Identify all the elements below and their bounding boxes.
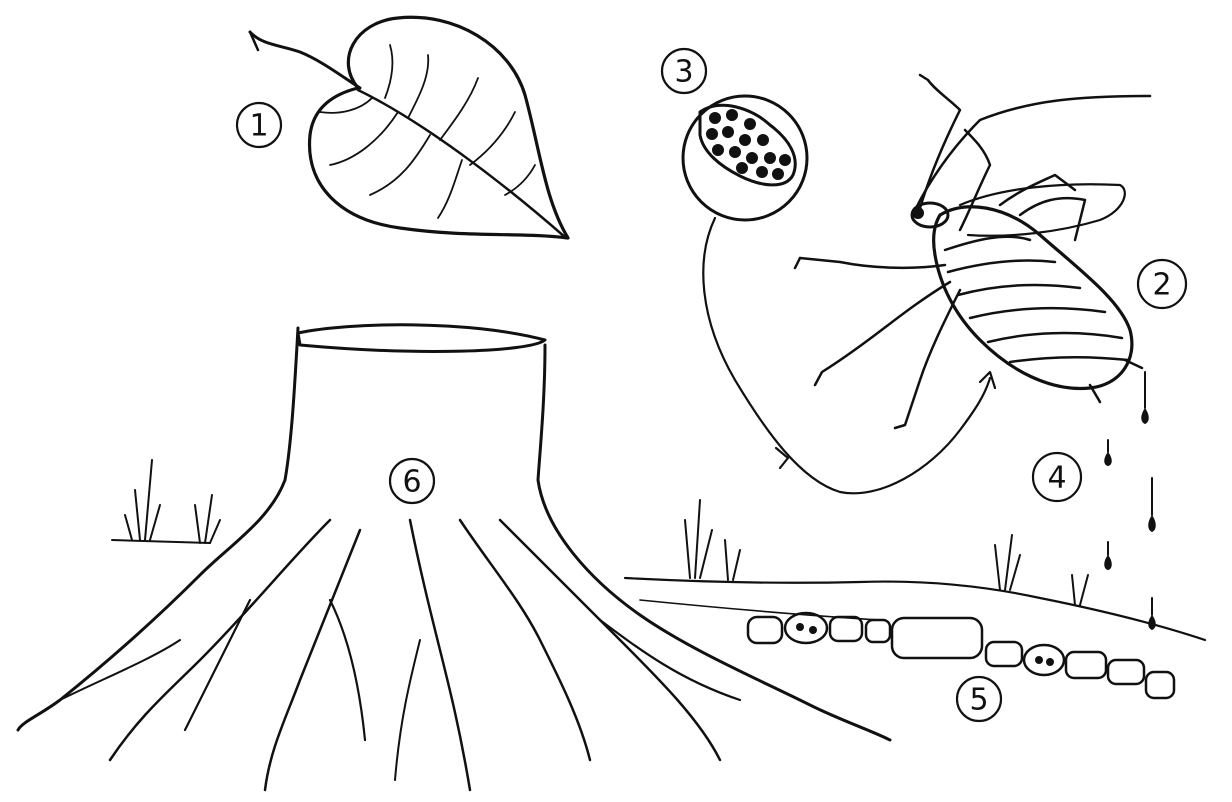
label-4-text: 4 <box>1047 461 1066 496</box>
tree-stump-drawing <box>18 325 890 790</box>
label-6-text: 6 <box>402 465 421 500</box>
honeydew-droplets <box>1104 372 1156 630</box>
aphid-drawing <box>795 75 1150 428</box>
label-3-text: 3 <box>674 55 693 90</box>
label-4: 4 <box>1033 453 1081 501</box>
ground-line <box>112 540 1205 640</box>
label-5: 5 <box>957 677 1001 721</box>
egg-cluster-drawing <box>683 96 807 220</box>
label-3: 3 <box>662 49 706 93</box>
leaf-drawing <box>250 17 568 238</box>
label-1-text: 1 <box>249 109 268 144</box>
label-5-text: 5 <box>969 683 988 718</box>
label-2: 2 <box>1138 260 1186 308</box>
label-2-text: 2 <box>1152 268 1171 303</box>
egg-dots <box>706 109 791 180</box>
label-6: 6 <box>390 459 434 503</box>
label-1: 1 <box>237 103 281 147</box>
lifecycle-arrow <box>703 218 995 493</box>
